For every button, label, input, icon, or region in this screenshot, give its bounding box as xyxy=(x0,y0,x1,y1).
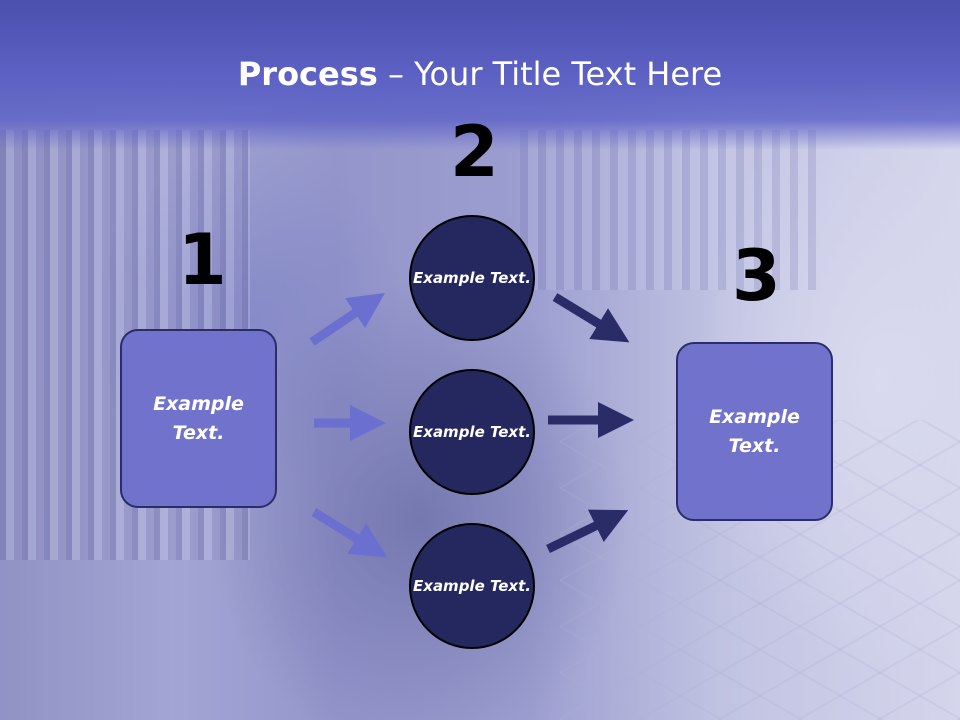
circle-middle[interactable]: Example Text. xyxy=(409,369,535,495)
arrow-to-circle-bottom xyxy=(311,508,388,558)
slide-title-rest: – Your Title Text Here xyxy=(377,55,723,93)
step-number-2[interactable]: 2 xyxy=(450,111,499,193)
arrow-from-circle-top xyxy=(552,293,630,343)
slide-title[interactable]: Process – Your Title Text Here xyxy=(0,52,960,96)
arrow-from-circle-bottom xyxy=(546,509,629,554)
circle-top-label: Example Text. xyxy=(413,268,531,287)
arrow-to-circle-top xyxy=(309,292,385,346)
title-banner xyxy=(0,0,960,150)
left-text-box[interactable]: Example Text. xyxy=(120,329,277,508)
left-text-box-label: Example Text. xyxy=(153,392,244,444)
right-text-box-label: Example Text. xyxy=(709,405,800,457)
textile-stripes-right xyxy=(520,130,820,290)
step-number-1[interactable]: 1 xyxy=(178,219,227,301)
circle-middle-label: Example Text. xyxy=(413,422,531,441)
circle-bottom[interactable]: Example Text. xyxy=(409,523,535,649)
circle-bottom-label: Example Text. xyxy=(413,576,531,595)
slide-title-bold: Process xyxy=(237,55,378,93)
circle-top[interactable]: Example Text. xyxy=(409,215,535,341)
step-number-3[interactable]: 3 xyxy=(732,235,781,317)
right-text-box[interactable]: Example Text. xyxy=(676,342,833,521)
